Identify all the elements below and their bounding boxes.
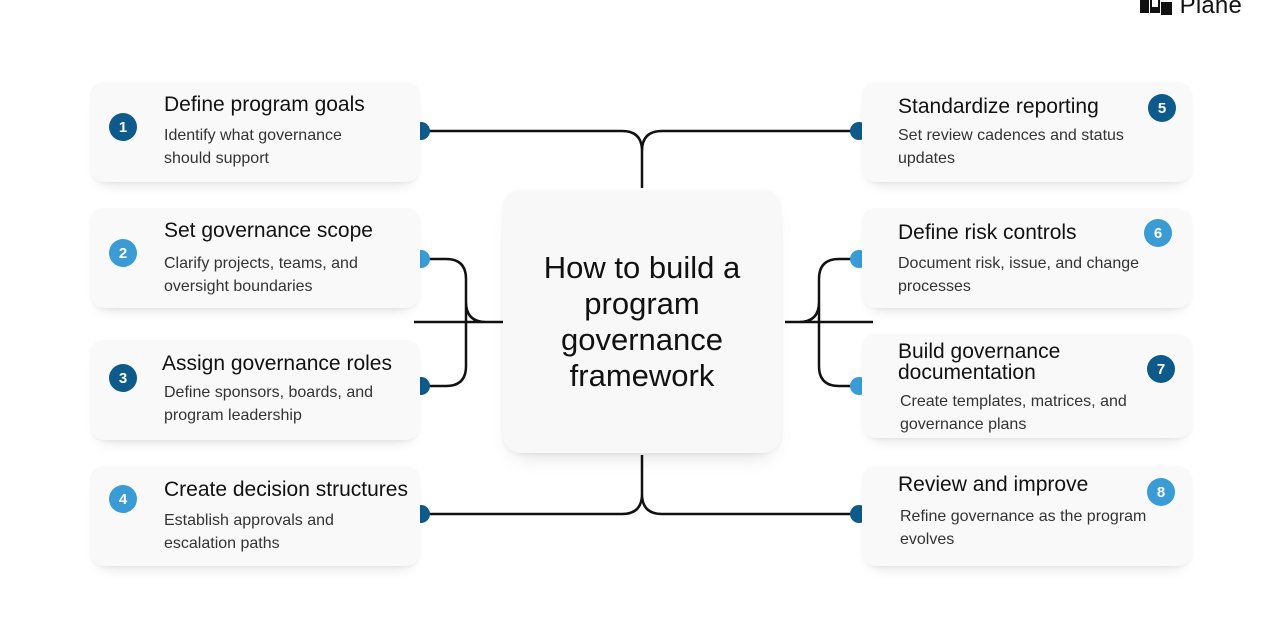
step-description-4: Establish approvals and escalation paths [164, 512, 334, 552]
step-card-7: 7 Build governance documentation Create … [862, 334, 1192, 438]
step-badge-8: 8 [1147, 478, 1175, 506]
step-badge-4: 4 [109, 485, 137, 513]
step-card-6: 6 Define risk controls Document risk, is… [862, 208, 1192, 308]
step-description-5: Set review cadences and status updates [898, 127, 1124, 167]
brand-logo: Plane [1139, 0, 1242, 20]
step-card-1: 1 Define program goals Identify what gov… [90, 82, 420, 182]
step-description-8: Refine governance as the program evolves [900, 508, 1147, 548]
step-card-5: 5 Standardize reporting Set review caden… [862, 82, 1192, 182]
step-title-5: Standardize reporting [898, 95, 1099, 118]
step-description-7: Create templates, matrices, and governan… [900, 393, 1127, 433]
step-badge-1: 1 [109, 113, 137, 141]
step-description-1: Identify what governance should support [164, 127, 342, 167]
step-title-3: Assign governance roles [162, 352, 392, 375]
step-title-1: Define program goals [164, 93, 365, 116]
step-title-6: Define risk controls [898, 221, 1077, 244]
connector-left [414, 257, 503, 388]
step-card-2: 2 Set governance scope Clarify projects,… [90, 208, 420, 308]
step-badge-5: 5 [1148, 94, 1176, 122]
step-card-8: 8 Review and improve Refine governance a… [862, 466, 1192, 566]
step-description-3: Define sponsors, boards, and program lea… [164, 384, 374, 424]
step-title-4: Create decision structures [164, 478, 408, 501]
step-badge-7: 7 [1147, 355, 1175, 383]
step-card-4: 4 Create decision structures Establish a… [90, 466, 420, 566]
step-badge-6: 6 [1144, 219, 1172, 247]
center-title: How to build a program governance framew… [543, 249, 741, 393]
step-description-2: Clarify projects, teams, and oversight b… [164, 255, 358, 295]
connector-bottom [421, 455, 859, 516]
step-badge-3: 3 [109, 364, 137, 392]
step-card-3: 3 Assign governance roles Define sponsor… [90, 340, 420, 440]
step-title-8: Review and improve [898, 473, 1089, 496]
connector-right [785, 257, 873, 388]
center-box: How to build a program governance framew… [503, 190, 781, 453]
step-title-2: Set governance scope [164, 219, 373, 242]
connector-top [421, 129, 859, 188]
step-badge-2: 2 [109, 239, 137, 267]
brand-name: Plane [1179, 0, 1242, 19]
step-title-7: Build governance documentation [898, 340, 1061, 384]
plane-logo-icon [1139, 0, 1172, 15]
step-description-6: Document risk, issue, and change process… [898, 255, 1140, 295]
